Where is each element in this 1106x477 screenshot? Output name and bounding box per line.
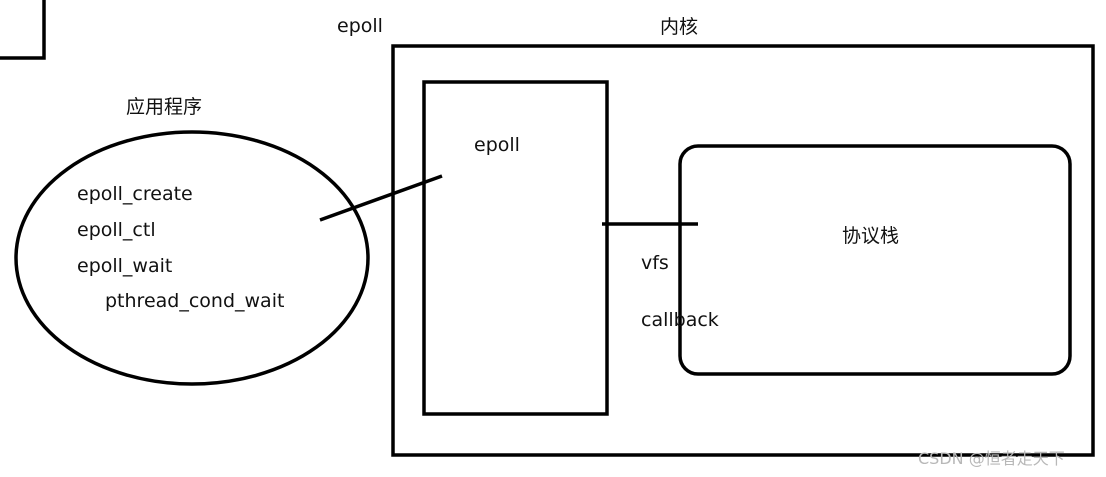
protocol-stack-box [678, 144, 1072, 376]
corner-box-fragment [0, 0, 46, 60]
kernel-label: 内核 [660, 16, 699, 38]
application-label: 应用程序 [126, 96, 203, 118]
epoll-module-box [422, 80, 609, 416]
application-ellipse [14, 130, 370, 386]
call-epoll-create: epoll_create [77, 183, 193, 205]
app-to-epoll-connector [319, 174, 443, 222]
top-epoll-label: epoll [337, 15, 383, 37]
csdn-watermark: CSDN @恒者走天下 [918, 449, 1065, 468]
call-epoll-wait: epoll_wait [77, 255, 173, 277]
epoll-module-label: epoll [474, 134, 520, 156]
protocol-stack-label: 协议栈 [842, 225, 900, 247]
kernel-box [391, 44, 1095, 457]
call-epoll-ctl: epoll_ctl [77, 219, 156, 241]
callback-label: callback [641, 309, 719, 331]
vfs-label: vfs [641, 252, 669, 274]
call-pthread-cond-wait: pthread_cond_wait [105, 290, 285, 312]
